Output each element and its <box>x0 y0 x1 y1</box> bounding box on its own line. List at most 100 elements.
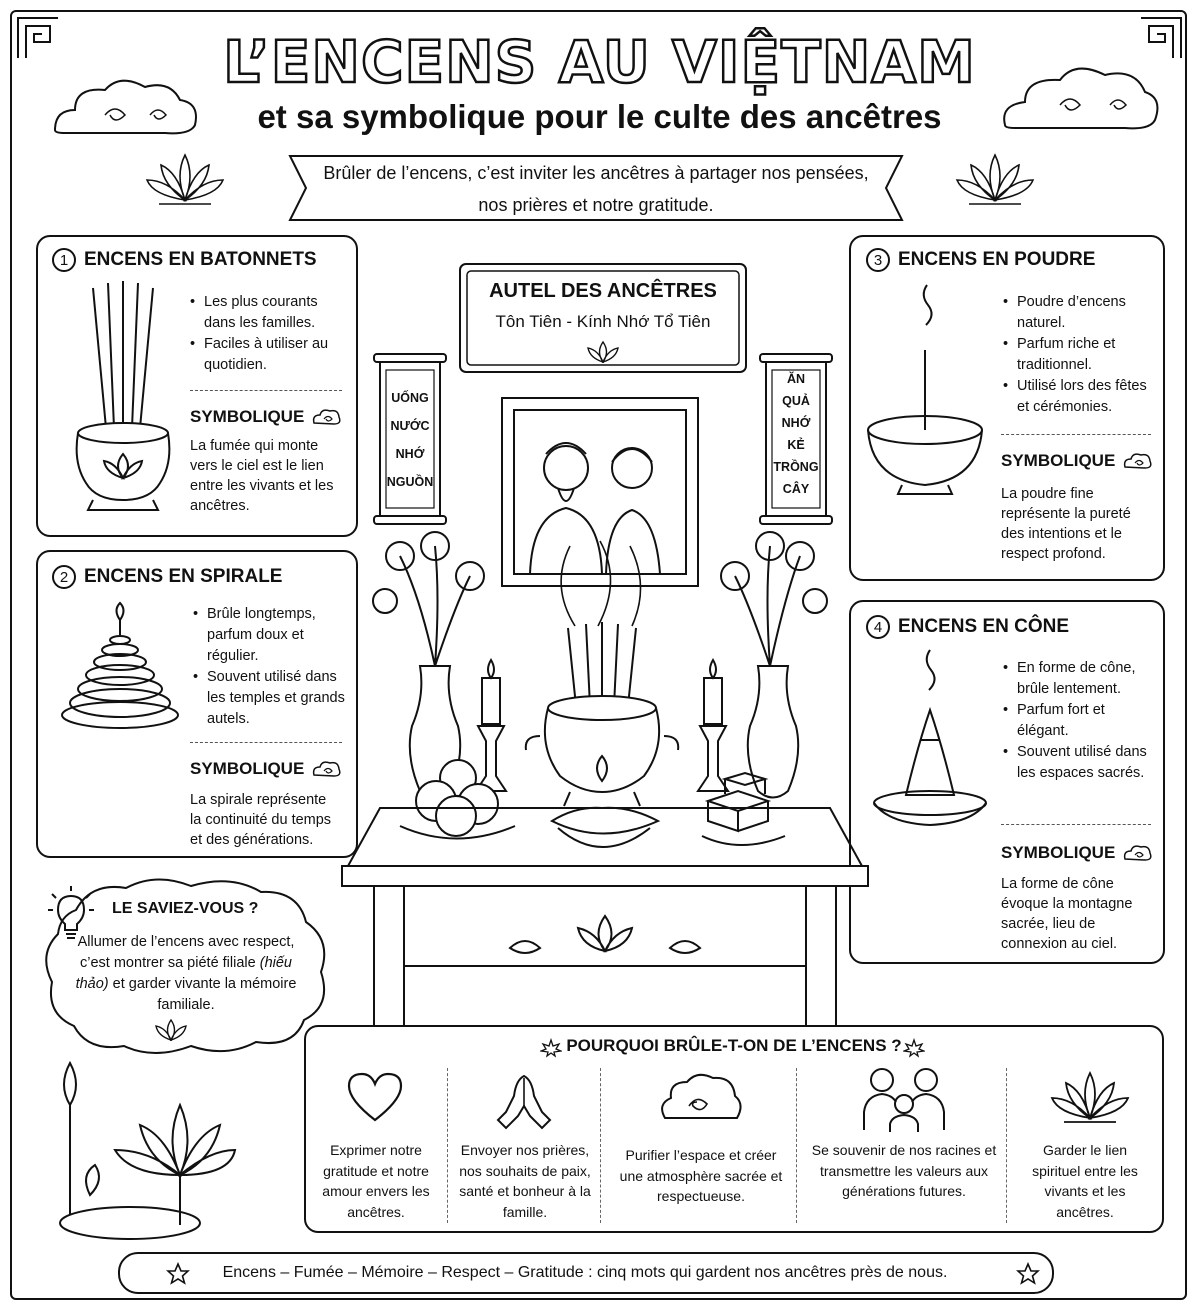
divider <box>1006 1068 1007 1223</box>
fact-cloud <box>45 878 326 1054</box>
fact-text-part: Allumer de l’encens avec respect, c’est … <box>77 934 295 971</box>
altar-subtitle: Tôn Tiên - Kính Nhớ Tổ Tiên <box>495 312 711 331</box>
lotus-icon <box>955 153 1035 205</box>
cloud-icon <box>661 1073 742 1119</box>
scroll-word: ĂN <box>786 372 806 386</box>
bullet-item: Poudre d’encens naturel. <box>1003 292 1158 334</box>
bullet-item: En forme de cône, brûle lentement. <box>1003 658 1158 700</box>
footer-banner <box>118 1252 1054 1294</box>
symbolique-text: La spirale représente la continuité du t… <box>190 792 332 848</box>
quote-text: Brûler de l’encens, c’est inviter les an… <box>290 157 902 221</box>
card-title-text: ENCENS EN CÔNE <box>898 616 1070 637</box>
symbolique-heading: SYMBOLIQUE <box>1001 450 1153 472</box>
star-icon <box>1016 1262 1040 1285</box>
symbolique-heading: SYMBOLIQUE <box>1001 842 1153 864</box>
bullet-item: Brûle longtemps, parfum doux et régulier… <box>193 604 348 667</box>
powder-incense-illustration <box>867 284 983 495</box>
scroll-right-text: ĂN QUẢ NHỚ KẺ TRỒNG CÂY <box>772 368 820 500</box>
scroll-word: CÂY <box>782 482 810 496</box>
lotus-plant-illustration <box>59 1060 237 1240</box>
bullet-item: Parfum fort et élégant. <box>1003 700 1158 742</box>
card-title-text: ENCENS EN BATONNETS <box>84 249 317 270</box>
bullet-item: Souvent utilisé dans les espaces sacrés. <box>1003 742 1158 784</box>
bullet-item: Souvent utilisé dans les temples et gran… <box>193 667 348 730</box>
lightbulb-icon <box>48 886 94 939</box>
star-icon <box>166 1262 190 1285</box>
card-bullets: Poudre d’encens naturel. Parfum riche et… <box>1003 292 1158 418</box>
card-number: 2 <box>52 565 76 589</box>
scroll-word: NHỚ <box>781 416 811 430</box>
spiral-incense-illustration <box>61 601 179 729</box>
quote-banner <box>288 155 904 221</box>
cloud-icon <box>313 761 341 777</box>
altar-title: AUTEL DES ANCÊTRES <box>489 280 717 302</box>
cloud-icon <box>313 409 341 425</box>
symbolique-label: SYMBOLIQUE <box>190 407 305 426</box>
symbolique-text: La forme de cône évoque la montagne sacr… <box>1001 876 1133 952</box>
symbolique-heading: SYMBOLIQUE <box>190 758 342 780</box>
praying-hands-icon <box>496 1074 552 1130</box>
why-item-text: Exprimer notre gratitude et notre amour … <box>322 1142 430 1220</box>
card-title: 3 ENCENS EN POUDRE <box>866 248 1095 272</box>
symbolique-text: La fumée qui monte vers le ciel est le l… <box>190 438 334 514</box>
corner-ornament-left <box>17 17 58 58</box>
incense-sticks-illustration <box>75 281 171 511</box>
page-title: L’ENCENS AU VIỆTNAM <box>222 27 976 98</box>
scroll-word: QUẢ <box>782 394 810 408</box>
divider <box>447 1068 448 1223</box>
scroll-word: NHỚ <box>395 447 425 461</box>
hanging-scroll-right <box>759 353 833 525</box>
bullet-item: Utilisé lors des fêtes et cérémonies. <box>1003 376 1158 418</box>
fact-text-italic: (hiếu thảo) <box>75 955 292 992</box>
heart-icon <box>347 1072 403 1122</box>
maple-leaf-icon <box>540 1038 562 1058</box>
scroll-word: NƯỚC <box>390 419 430 433</box>
card-title: 2 ENCENS EN SPIRALE <box>52 565 282 589</box>
hanging-scroll-left <box>373 353 447 525</box>
cloud-icon <box>1124 845 1152 861</box>
why-item-text: Purifier l’espace et créer une atmosphèr… <box>619 1147 783 1204</box>
card-title: 4 ENCENS EN CÔNE <box>866 615 1069 639</box>
fact-text: Allumer de l’encens avec respect, c’est … <box>70 932 302 1016</box>
why-item-text: Garder le lien spirituel entre les vivan… <box>1032 1142 1138 1220</box>
card-number: 3 <box>866 248 890 272</box>
cloud-ornament-left <box>53 79 197 135</box>
bullet-item: Parfum riche et traditionnel. <box>1003 334 1158 376</box>
card-number: 4 <box>866 615 890 639</box>
separator <box>190 390 342 391</box>
cloud-icon <box>1124 453 1152 469</box>
card-bullets: Brûle longtemps, parfum doux et régulier… <box>193 604 348 730</box>
lotus-icon <box>1050 1070 1130 1123</box>
symbolique-label: SYMBOLIQUE <box>190 759 305 778</box>
family-icon <box>863 1068 945 1132</box>
separator <box>1001 434 1151 435</box>
page-subtitle: et sa symbolique pour le culte des ancêt… <box>257 98 942 135</box>
card-bullets: Les plus courants dans les familles. Fac… <box>190 292 350 376</box>
cloud-ornament-right <box>1003 67 1159 130</box>
why-title: POURQUOI BRÛLE-T-ON DE L’ENCENS ? <box>566 1036 902 1055</box>
scroll-word: TRỒNG <box>773 460 819 474</box>
quote-line-1: Brûler de l’encens, c’est inviter les an… <box>323 163 869 183</box>
bullet-item: Les plus courants dans les familles. <box>190 292 350 334</box>
cone-incense-illustration <box>873 649 987 827</box>
lotus-icon <box>145 153 225 205</box>
footer-text: Encens – Fumée – Mémoire – Respect – Gra… <box>222 1264 948 1281</box>
card-title-text: ENCENS EN SPIRALE <box>84 566 283 587</box>
symbolique-text: La poudre fine représente la pureté des … <box>1001 486 1131 562</box>
fact-text-part: et garder vivante la mémoire familiale. <box>112 976 297 1013</box>
scroll-word: NGUỒN <box>386 475 434 489</box>
why-item-text: Envoyer nos prières, nos souhaits de pai… <box>459 1142 591 1220</box>
why-item-text: Se souvenir de nos racines et transmettr… <box>811 1142 997 1199</box>
card-bullets: En forme de cône, brûle lentement. Parfu… <box>1003 658 1158 784</box>
ancestor-altar-illustration <box>341 397 869 1035</box>
scroll-word: UỐNG <box>391 391 429 405</box>
symbolique-label: SYMBOLIQUE <box>1001 843 1116 862</box>
maple-leaf-icon <box>903 1038 925 1058</box>
page-frame <box>10 10 1187 1300</box>
altar-sign-frame <box>459 263 747 373</box>
fact-title: LE SAVIEZ-VOUS ? <box>112 900 259 917</box>
divider <box>600 1068 601 1223</box>
scroll-word: KẺ <box>787 438 805 452</box>
bullet-item: Faciles à utiliser au quotidien. <box>190 334 350 376</box>
